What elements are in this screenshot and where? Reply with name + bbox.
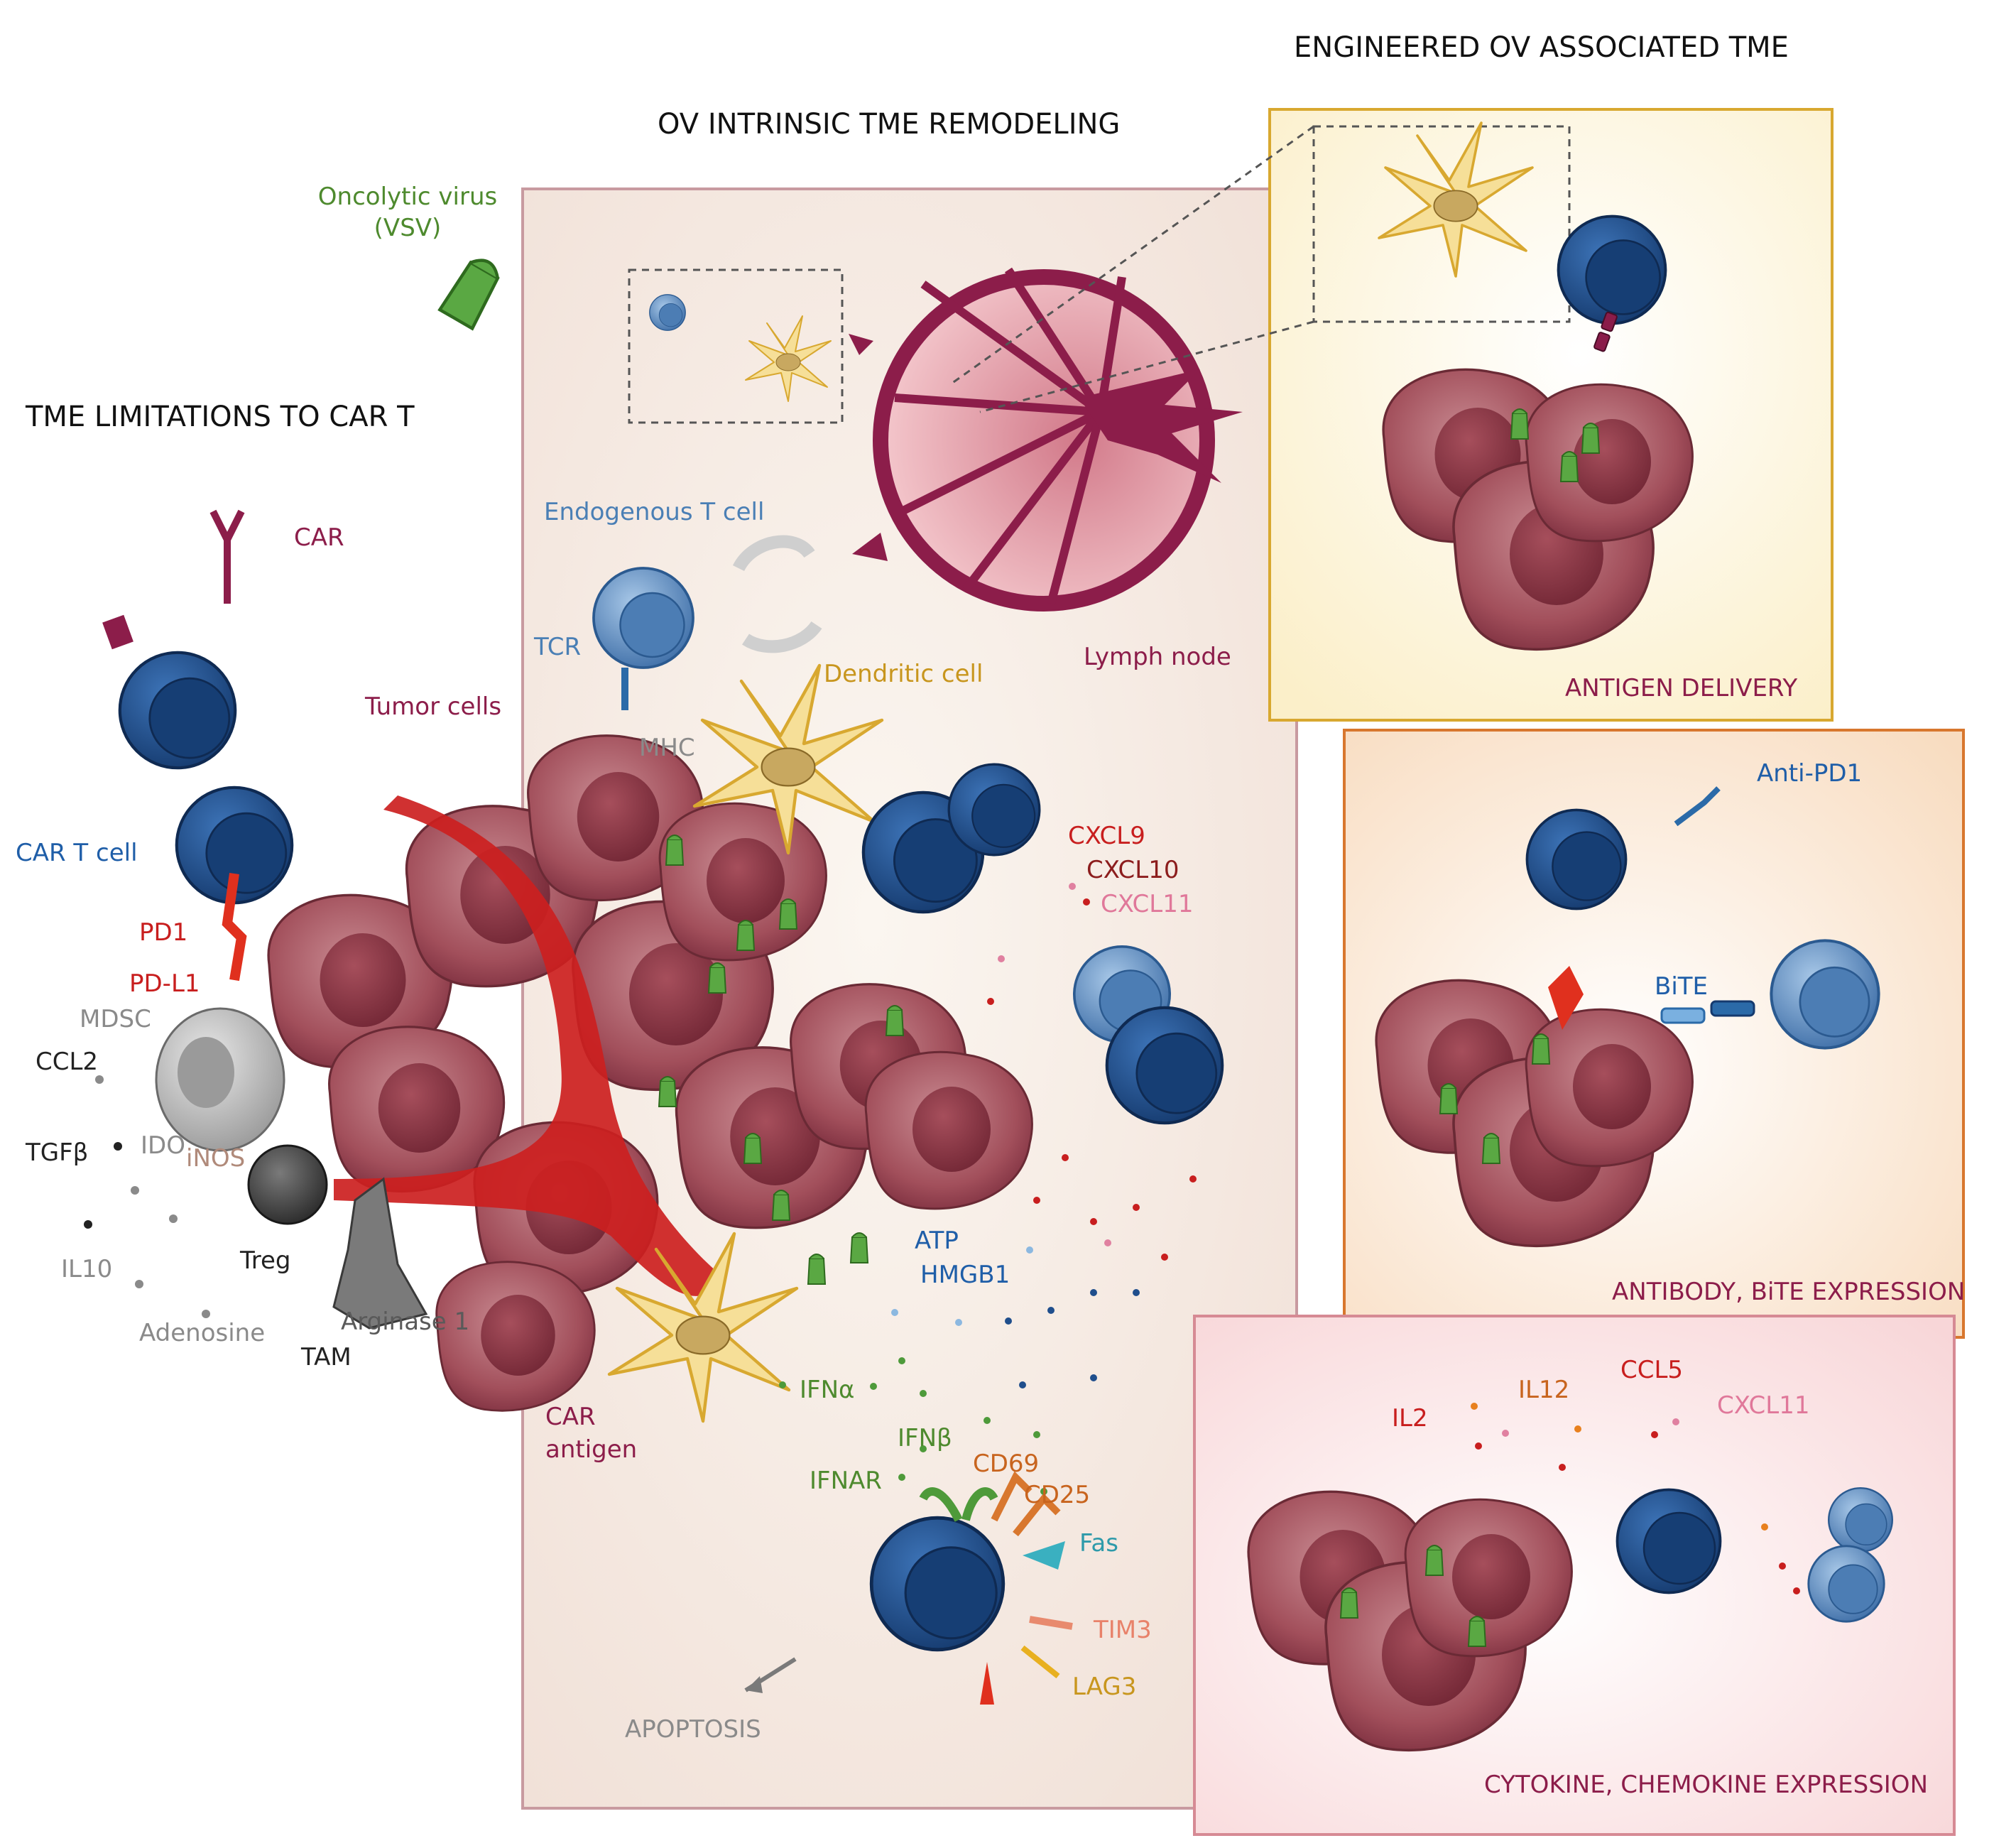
- endogenous-t-cell: [592, 567, 694, 669]
- car-t-cell-middle-3: [1107, 1008, 1222, 1123]
- label-lymph-node: Lymph node: [1084, 643, 1231, 671]
- label-cxcl9: CXCL9: [1068, 822, 1145, 850]
- heading-engineered: ENGINEERED OV ASSOCIATED TME: [1294, 31, 1789, 64]
- endogenous-t-bite-panel: [1771, 940, 1878, 1048]
- label-fas: Fas: [1079, 1529, 1118, 1558]
- label-dendritic-cell: Dendritic cell: [824, 660, 983, 688]
- label-car-antigen-1: CAR: [545, 1403, 596, 1431]
- label-treg: Treg: [239, 1246, 291, 1275]
- car-t-cell-bite-panel: [1525, 808, 1628, 911]
- label-cd69: CD69: [973, 1450, 1039, 1478]
- label-tgfb: TGFβ: [25, 1138, 88, 1167]
- label-cxcl10: CXCL10: [1086, 856, 1179, 884]
- label-hmgb1: HMGB1: [920, 1261, 1010, 1289]
- endogenous-t-cytokine-2: [1807, 1545, 1885, 1623]
- label-tcr: TCR: [533, 633, 581, 661]
- label-pd-l1: PD-L1: [129, 969, 200, 998]
- tam-cell: [332, 1177, 428, 1330]
- label-il10: IL10: [61, 1255, 112, 1283]
- label-mdsc: MDSC: [80, 1005, 151, 1033]
- zoom-box-middle: [628, 268, 844, 424]
- label-tumor-cells: Tumor cells: [364, 692, 501, 721]
- pd1-receptor-icon: [222, 873, 247, 982]
- label-car-antigen-2: antigen: [545, 1435, 637, 1464]
- label-antigen-delivery: ANTIGEN DELIVERY: [1565, 674, 1797, 702]
- label-inos: iNOS: [186, 1144, 245, 1173]
- heading-ov-intrinsic: OV INTRINSIC TME REMODELING: [658, 108, 1120, 141]
- exhausted-car-t-cell: [871, 1518, 1003, 1650]
- label-ccl2: CCL2: [36, 1048, 98, 1076]
- label-tam: TAM: [300, 1343, 352, 1371]
- car-receptor-icon: [209, 509, 245, 604]
- blood-vessel: [334, 795, 724, 1296]
- label-cxcl11: CXCL11: [1101, 890, 1194, 918]
- label-car-t-cell: CAR T cell: [16, 839, 138, 867]
- label-lag3: LAG3: [1072, 1673, 1136, 1701]
- label-vsv: (VSV): [374, 214, 442, 242]
- treg-cell: [247, 1144, 328, 1225]
- label-car: CAR: [294, 523, 344, 552]
- label-atp: ATP: [915, 1227, 959, 1255]
- label-ifnar: IFNAR: [810, 1467, 882, 1495]
- label-cd25: CD25: [1024, 1481, 1090, 1509]
- label-mhc: MHC: [639, 734, 695, 762]
- label-anti-pd1: Anti-PD1: [1757, 759, 1862, 788]
- oncolytic-virus-icon: [440, 253, 505, 328]
- label-ifnb: IFNβ: [898, 1424, 952, 1452]
- label-il12: IL12: [1518, 1376, 1569, 1404]
- car-t-cell-top: [120, 653, 235, 768]
- lymph-node-icon: [849, 267, 1243, 612]
- label-oncolytic-virus: Oncolytic virus: [318, 183, 497, 211]
- label-cxcl11-right: CXCL11: [1717, 1391, 1810, 1420]
- endogenous-t-cytokine-1: [1827, 1486, 1894, 1553]
- label-il2: IL2: [1392, 1404, 1428, 1433]
- label-antibody-bite: ANTIBODY, BiTE EXPRESSION: [1612, 1278, 1965, 1306]
- car-t-cell-middle-2: [947, 763, 1041, 857]
- zoom-box-antigen: [1312, 125, 1571, 323]
- label-pd1: PD1: [139, 918, 187, 947]
- label-arginase: Arginase 1: [341, 1308, 469, 1336]
- label-adenosine: Adenosine: [139, 1319, 265, 1347]
- label-ccl5: CCL5: [1620, 1356, 1683, 1384]
- label-tim3: TIM3: [1093, 1616, 1152, 1644]
- label-endogenous-t: Endogenous T cell: [544, 498, 764, 526]
- label-apoptosis: APOPTOSIS: [625, 1715, 761, 1744]
- label-cytokine: CYTOKINE, CHEMOKINE EXPRESSION: [1484, 1771, 1928, 1799]
- label-ifna: IFNα: [800, 1376, 854, 1404]
- car-t-cell-cytokine-panel: [1615, 1488, 1722, 1594]
- heading-tme-limitations: TME LIMITATIONS TO CAR T: [25, 401, 415, 433]
- label-bite: BiTE: [1655, 972, 1708, 1001]
- label-ido: IDO: [141, 1131, 185, 1160]
